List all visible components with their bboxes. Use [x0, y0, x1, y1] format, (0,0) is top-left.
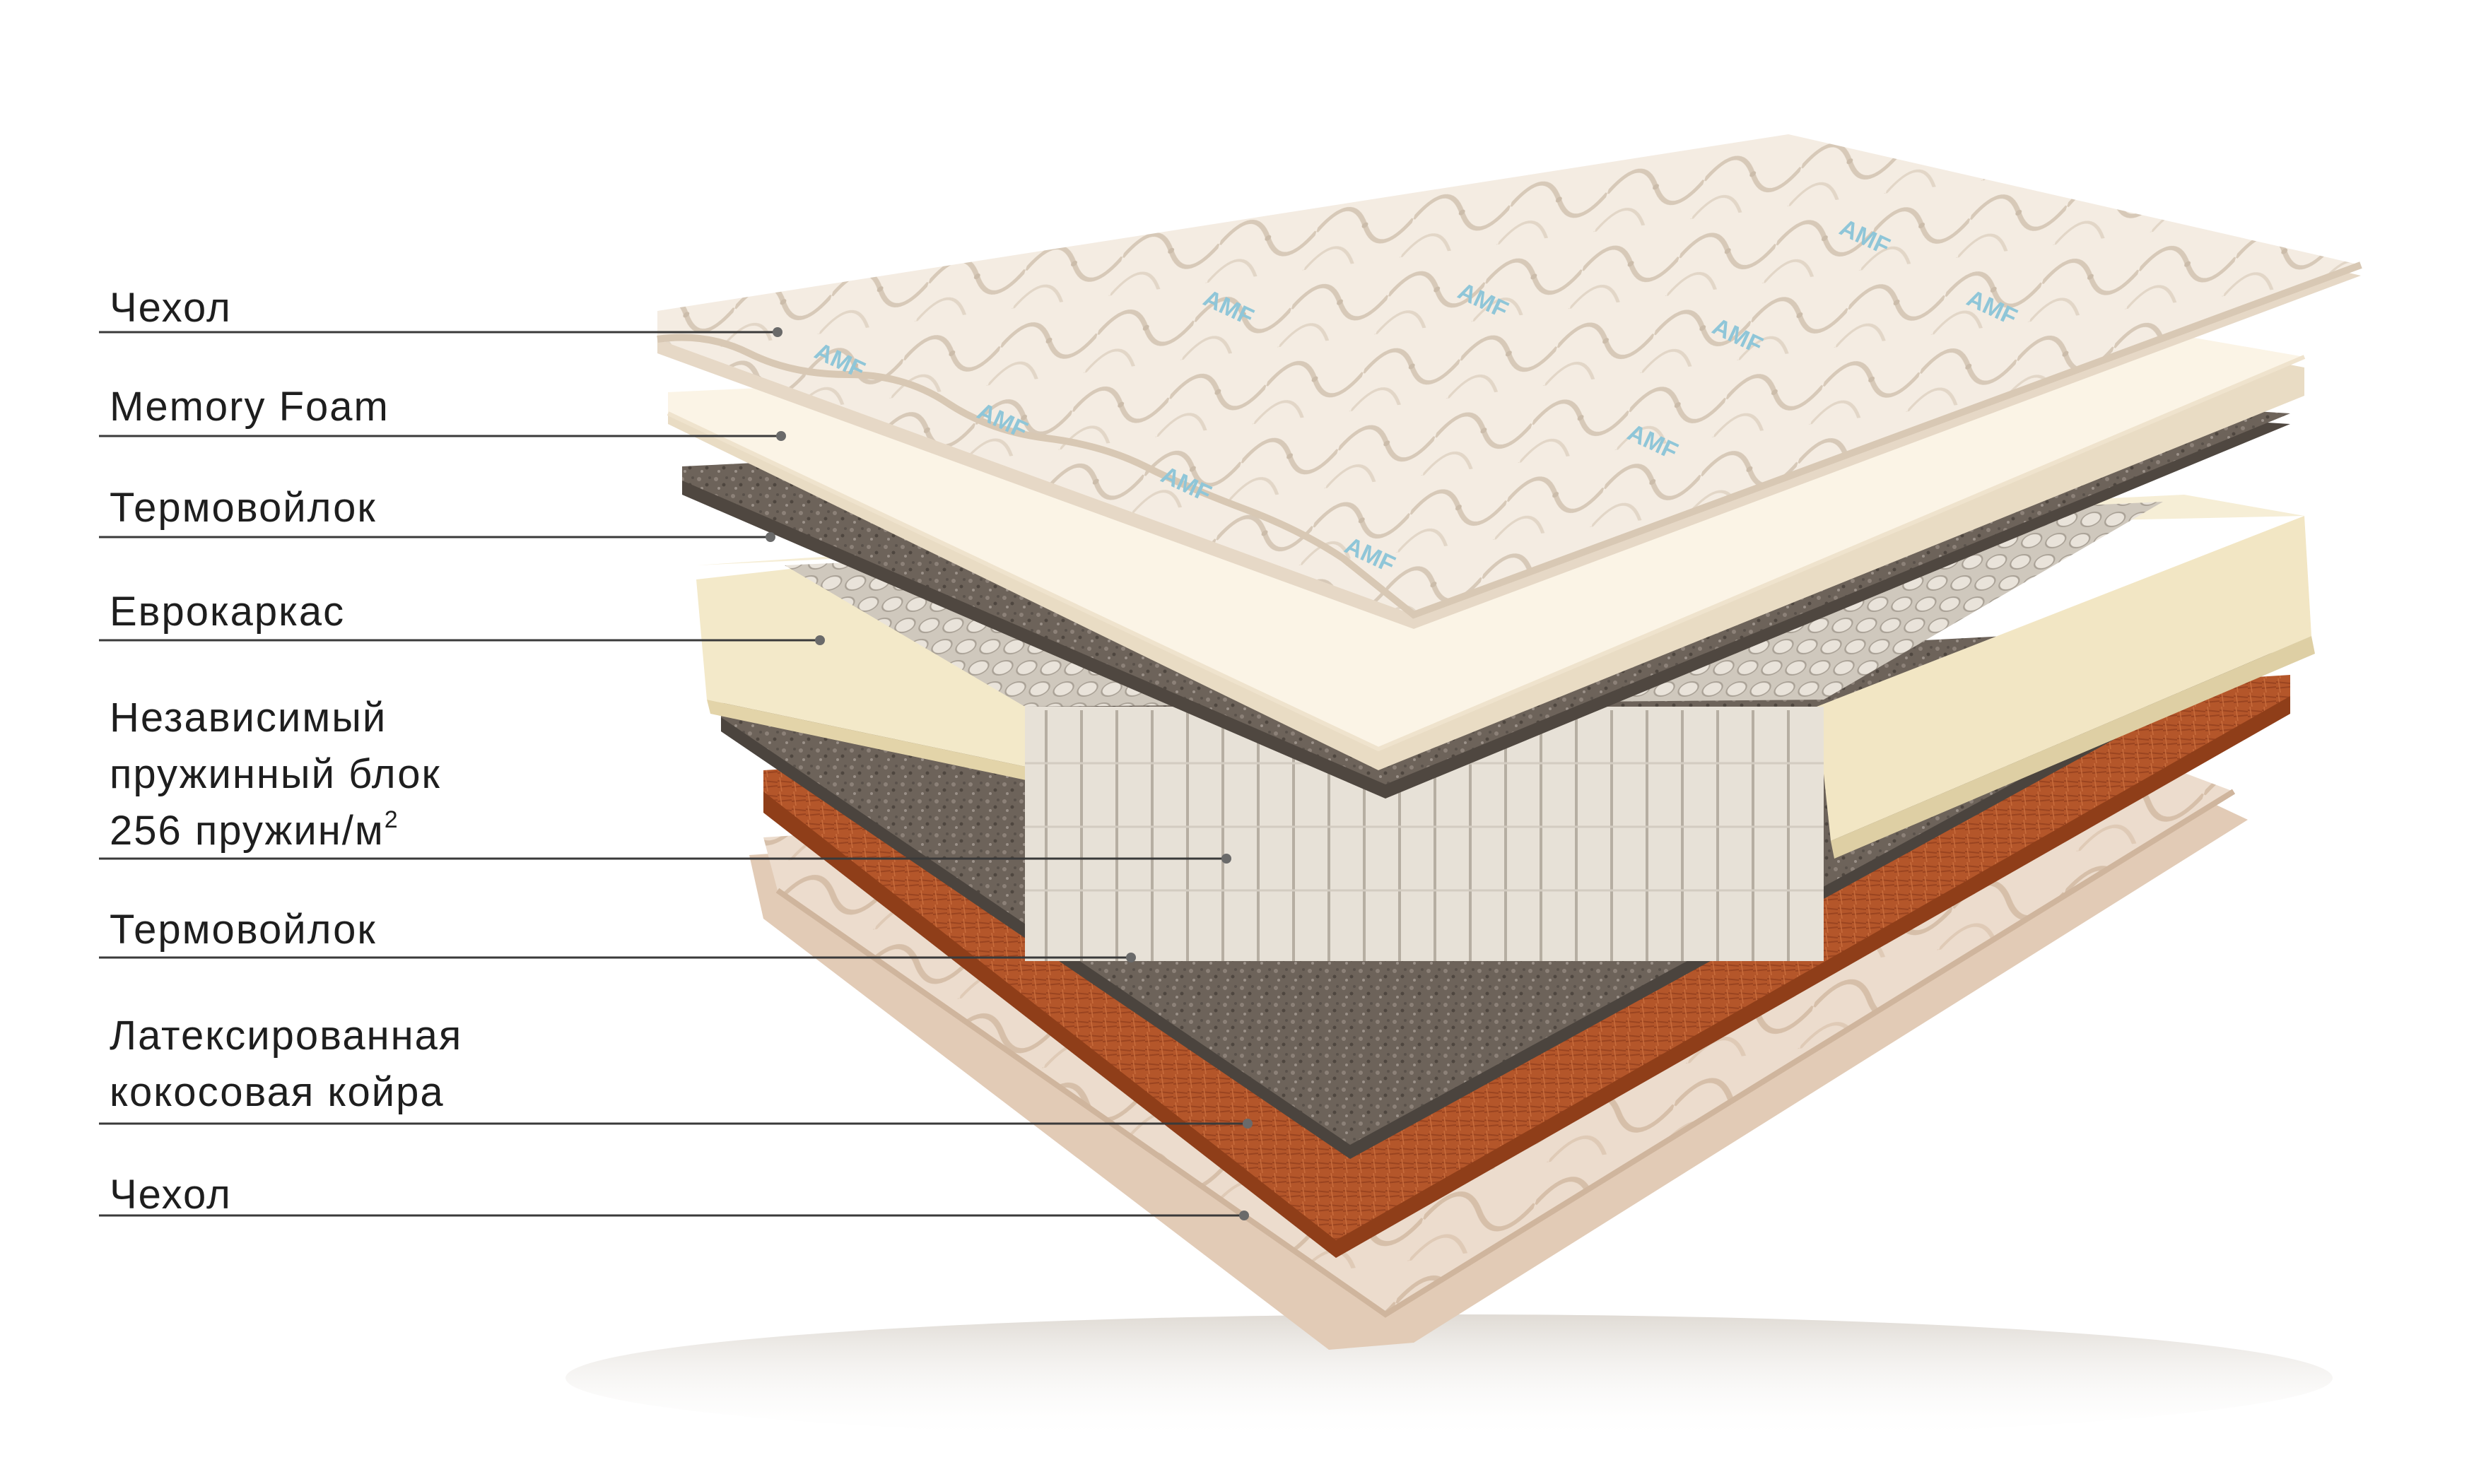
- callout-bottom-felt: Термовойлок: [99, 907, 1136, 962]
- callout-bottom-cover: Чехол: [99, 1172, 1249, 1220]
- callouts: Чехол Memory Foam Термовойлок Еврокаркас…: [99, 285, 1253, 1220]
- floor-shadow: [565, 1314, 2333, 1442]
- label-bottom-cover: Чехол: [110, 1172, 232, 1218]
- label-spring-block-line-1: Независимый: [110, 695, 387, 741]
- label-coconut-coir-line-2: кокосовая койра: [110, 1069, 445, 1115]
- label-spring-block-line-3: 256 пружин/м2: [110, 806, 399, 854]
- callout-memory-foam: Memory Foam: [99, 384, 786, 441]
- spring-columns: [1025, 707, 1824, 961]
- callout-coconut-coir: Латексированная кокосовая койра: [99, 1013, 1253, 1129]
- label-euro-frame: Еврокаркас: [110, 589, 345, 635]
- top-cover-layer: AMF AMF AMF AMF AMF AMF AMF AMF AMF AMF: [657, 134, 2362, 629]
- label-top-felt: Термовойлок: [110, 485, 377, 531]
- spring-density-text: 256 пружин/м: [110, 808, 385, 854]
- callout-euro-frame: Еврокаркас: [99, 589, 825, 645]
- label-spring-block-line-2: пружинный блок: [110, 751, 441, 797]
- callout-spring-block: Независимый пружинный блок 256 пружин/м2: [99, 695, 1231, 864]
- spring-density-superscript: 2: [385, 806, 399, 833]
- callout-top-felt: Термовойлок: [99, 485, 775, 542]
- callout-top-cover: Чехол: [99, 285, 782, 337]
- label-memory-foam: Memory Foam: [110, 384, 389, 430]
- label-bottom-felt: Термовойлок: [110, 907, 377, 953]
- label-coconut-coir-line-1: Латексированная: [110, 1013, 462, 1059]
- label-top-cover: Чехол: [110, 285, 232, 331]
